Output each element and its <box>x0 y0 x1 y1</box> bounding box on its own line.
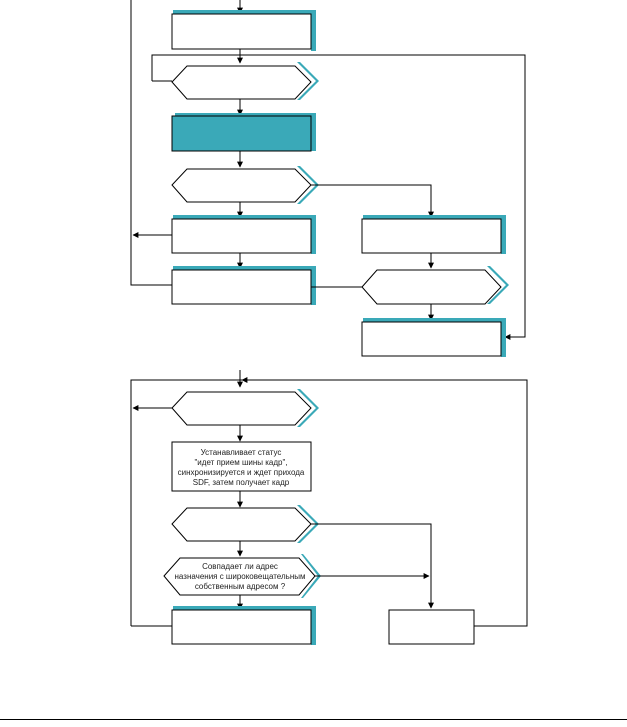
process-box-5 <box>361 318 506 357</box>
decision-1 <box>171 62 319 100</box>
svg-text:собственным адресом ?: собственным адресом ? <box>195 582 286 591</box>
process-box-1 <box>171 10 316 51</box>
connector-lower-loop <box>130 379 528 627</box>
connector-4-right <box>311 184 434 218</box>
process-box-2 <box>171 215 316 254</box>
decision-2 <box>171 166 319 204</box>
decision-3 <box>361 266 509 305</box>
process-box-teal <box>171 113 316 152</box>
svg-text:синхронизируется и ждет приход: синхронизируется и ждет прихода <box>178 468 305 477</box>
decision-4 <box>171 389 319 427</box>
process-box-3 <box>361 215 506 254</box>
process-box-receive: Устанавливает статус "идет прием шины ка… <box>171 441 312 492</box>
svg-text:назначения с широковещательным: назначения с широковещательным <box>175 572 306 581</box>
connector-loop-back <box>151 54 526 340</box>
connector-m3-right <box>311 523 434 609</box>
process-box-7 <box>388 609 475 645</box>
svg-text:Совпадает ли адрес: Совпадает ли адрес <box>202 562 278 571</box>
connector-left-loop <box>130 0 172 286</box>
process-box-4 <box>171 266 316 305</box>
page-bottom-rule <box>0 719 627 720</box>
svg-text:Устанавливает статус: Устанавливает статус <box>201 448 282 457</box>
svg-text:"идет прием шины кадр",: "идет прием шины кадр", <box>194 458 287 467</box>
process-box-6 <box>171 606 316 645</box>
decision-address-match: Совпадает ли адрес назначения с широкове… <box>163 554 321 598</box>
svg-text:SDF, затем получает кадр: SDF, затем получает кадр <box>193 478 290 487</box>
decision-5 <box>171 505 319 543</box>
